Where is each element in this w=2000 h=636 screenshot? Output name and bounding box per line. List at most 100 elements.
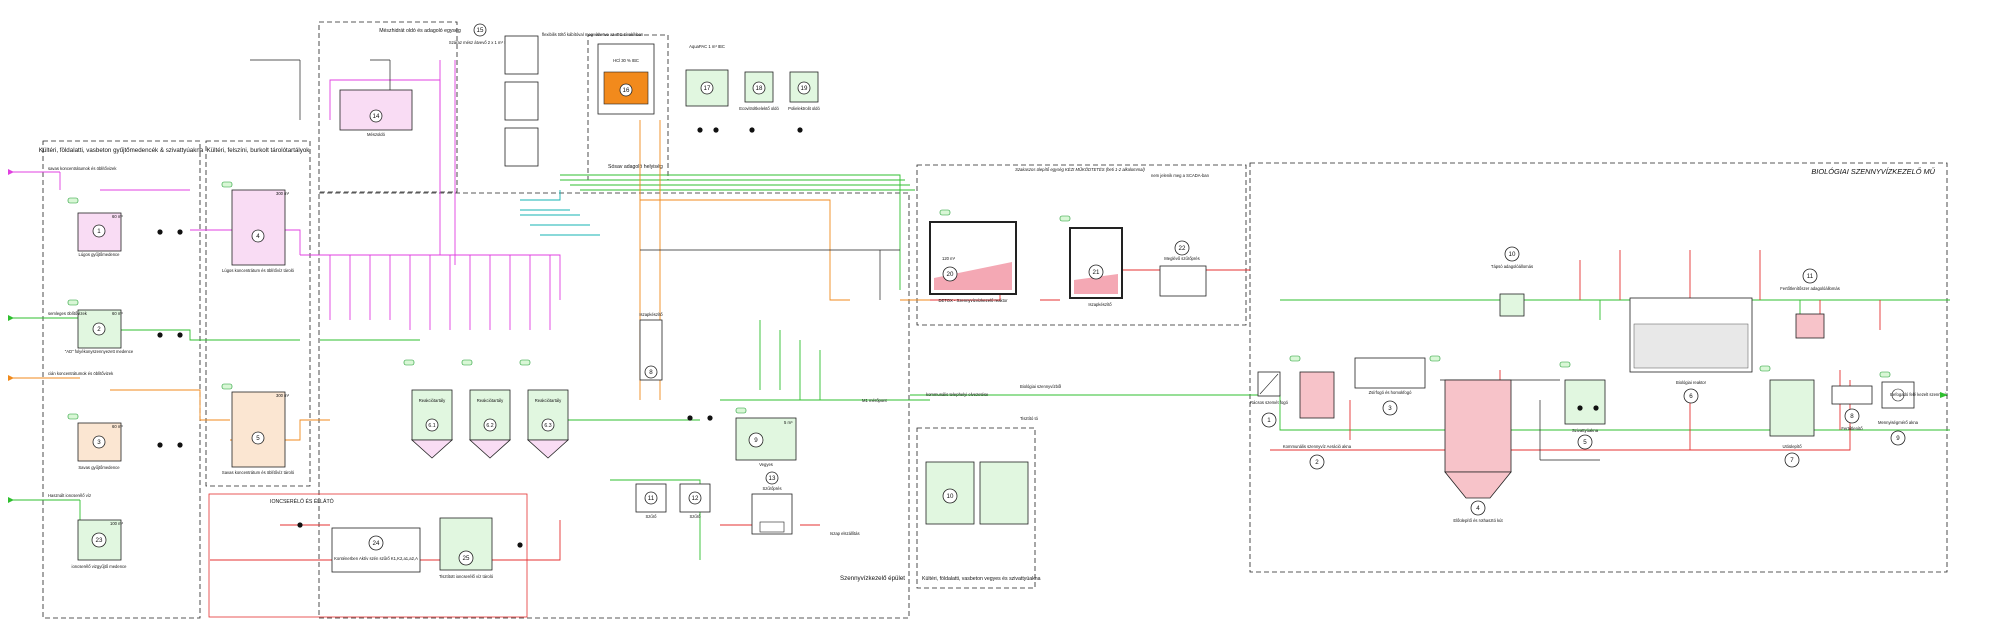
zone-title-biological: BIOLÓGIAI SZENNYVÍZKEZELŐ MŰ: [1811, 167, 1935, 176]
filter-press-13: 13 Szűrőprés: [751, 471, 793, 535]
svg-text:Vegyes: Vegyes: [759, 462, 773, 467]
reactor-6-2: 6.2 Reakciótartály: [468, 389, 512, 459]
svg-text:11: 11: [1807, 273, 1814, 280]
svg-text:21: 21: [1093, 269, 1100, 276]
bio-8: 8 Fertőtlenítő: [1831, 385, 1873, 431]
svg-text:"AD" folyékonyszennyezett mede: "AD" folyékonyszennyezett medence: [65, 349, 134, 354]
zone-outdoor-tanks: [42, 140, 201, 619]
svg-text:Lúgos gyűjtőmedence: Lúgos gyűjtőmedence: [79, 252, 121, 257]
zone-title-saltacid: Sósav adagoló helyiség: [608, 164, 663, 170]
lime-dissolver-14: 14 Mészoldó: [339, 89, 413, 137]
svg-text:Reakciótartály: Reakciótartály: [477, 398, 504, 403]
bio-3: 3 Zsírfogó és homokfogó: [1354, 357, 1426, 416]
sludge-out: Iszap elszállítás: [830, 531, 860, 536]
zone-title-ion: IONCSERÉLŐ ÉS ÉLLÁTÓ: [270, 498, 334, 505]
svg-text:10: 10: [1509, 251, 1516, 258]
zone-outdoor-tanks-2: [916, 427, 1036, 589]
svg-text:Mészoldó: Mészoldó: [367, 132, 386, 137]
filter-9: 9 5 m³ Vegyes: [735, 417, 797, 467]
svg-text:Szűrő: Szűrő: [690, 514, 702, 519]
zone-title-sedim: Szakaszos ülepítő egység KÉZI MŰKÖDTETÉS…: [1015, 167, 1145, 172]
tank-2: 2 60 m³ "AD" folyékonyszennyezett medenc…: [65, 309, 134, 354]
svg-text:23: 23: [96, 537, 103, 544]
instrument-tags: [67, 181, 1891, 420]
inlet-cyan: cián koncentrátumok és öblítővizek: [48, 371, 114, 376]
svg-text:12: 12: [692, 495, 699, 502]
inlet-arrow-pink: [8, 169, 14, 175]
svg-text:17: 17: [704, 85, 711, 92]
bio-7: 7 Utóülepítő: [1769, 379, 1815, 468]
bio-9: 9 Mennyiségmérő akna: [1878, 381, 1919, 446]
tank-23: 23 100 m³ ioncserélő vizgyűjtő medence: [72, 519, 128, 569]
svg-text:1: 1: [97, 228, 101, 235]
svg-text:Szűrőprés: Szűrőprés: [762, 486, 781, 491]
tank-5: 5 300 m³ Savas koncentrátum és öblítővíz…: [222, 391, 295, 475]
red-lines: [210, 250, 1881, 561]
reagent-16: 16 HCl 30 % IBC: [597, 43, 655, 115]
zone-outdoor-above: [205, 140, 311, 487]
svg-text:4: 4: [256, 233, 260, 240]
svg-text:18: 18: [756, 85, 763, 92]
svg-text:Kommunális szennyvíz Aeráció a: Kommunális szennyvíz Aeráció akna: [1283, 444, 1352, 449]
svg-text:Biológiai reaktor: Biológiai reaktor: [1676, 380, 1707, 385]
svg-text:7: 7: [1790, 457, 1794, 464]
zone-title-outdoor-above: Kültéri, felszíni, burkolt tárolótartály…: [207, 147, 311, 154]
svg-text:AquaPAC 1 m³ IBC: AquaPAC 1 m³ IBC: [689, 44, 725, 49]
pink-lines: [10, 60, 561, 330]
biol-out: Biológiai szennyvízből: [1020, 384, 1061, 389]
svg-text:Meglévő szűrőprés: Meglévő szűrőprés: [1164, 256, 1199, 261]
svg-text:6: 6: [1689, 393, 1693, 400]
svg-text:8: 8: [649, 369, 653, 376]
svg-text:Száraz mész átvevő 2 x 1 m³ IB: Száraz mész átvevő 2 x 1 m³ IBC: [449, 40, 511, 45]
m1-point: M1 mérőpont: [862, 398, 888, 403]
reagent-19: 19 Polielektrolit oldó: [788, 71, 820, 111]
svg-text:Iszapkészítő: Iszapkészítő: [639, 312, 663, 317]
ion-25: 25 Tisztított ioncserélő víz tároló: [439, 517, 494, 579]
svg-text:DETOX - Szennyvízvízkezelő rea: DETOX - Szennyvízvízkezelő reaktor: [938, 298, 1008, 303]
svg-text:5: 5: [256, 435, 260, 442]
svg-text:Lúgos koncentrátum és öblítőví: Lúgos koncentrátum és öblítővíz tároló: [222, 268, 295, 273]
svg-text:Mennyiségmérő akna: Mennyiségmérő akna: [1878, 420, 1919, 425]
reagent-17: 17 AquaPAC 1 m³ IBC: [685, 44, 729, 107]
svg-text:6.1: 6.1: [428, 423, 435, 429]
svg-text:2: 2: [1315, 459, 1319, 466]
svg-text:60 m³: 60 m³: [112, 424, 123, 429]
svg-text:300 m³: 300 m³: [276, 393, 290, 398]
inlet-acid: savas koncentrátumok és öblítővizek: [48, 166, 117, 171]
zone-title-outdoor-tanks: Kültéri, földalatti, vasbeton gyűjtőmede…: [39, 147, 204, 154]
svg-text:Tápsó adagolóállomás: Tápsó adagolóállomás: [1491, 264, 1533, 269]
receiver-arrow: [1940, 392, 1948, 398]
sludge-unit-8: 8 Iszapkészítő: [639, 312, 663, 381]
inlet-arrow-orange: [8, 375, 14, 381]
svg-text:flexibilis töltő kábítóval meg: flexibilis töltő kábítóval megvéthetve a…: [542, 32, 644, 37]
svg-text:8: 8: [1850, 413, 1854, 420]
sedim-22: 22 Meglévő szűrőprés: [1159, 240, 1207, 297]
outdoor-tank-10: 10: [925, 461, 1029, 525]
zone-title-lime: Mészhidrát oldó és adagoló egység: [379, 28, 461, 34]
svg-text:300 m³: 300 m³: [276, 191, 290, 196]
svg-text:6.3: 6.3: [544, 423, 551, 429]
svg-text:1: 1: [1267, 417, 1271, 424]
tank-4: 4 300 m³ Lúgos koncentrátum és öblítővíz…: [222, 189, 295, 273]
cyan-lines: [520, 190, 600, 236]
lime-storage-15: 15 Száraz mész átvevő 2 x 1 m³ IBC flexi…: [449, 23, 644, 167]
reactor-6-1: 6.1 Reakciótartály: [410, 389, 454, 459]
bio-4: 4 Előülepítő és rothasztó kút: [1444, 379, 1512, 523]
sedim-21: 21 Iszapkészítő: [1069, 227, 1123, 307]
svg-text:HCl 30 % IBC: HCl 30 % IBC: [613, 58, 639, 63]
svg-text:6.2: 6.2: [486, 423, 493, 429]
inlet-neutral: semleges öblítővizek: [48, 311, 88, 316]
svg-text:ioncserélő vizgyűjtő medence: ioncserélő vizgyűjtő medence: [72, 564, 128, 569]
svg-text:120 m³: 120 m³: [942, 256, 956, 261]
zone-ion-exchange: [208, 493, 528, 618]
orange-lines: [10, 120, 940, 441]
zone-sedimentation: [916, 164, 1247, 326]
svg-text:Savas gyűjtőmedence: Savas gyűjtőmedence: [78, 465, 120, 470]
svg-text:10: 10: [947, 493, 954, 500]
svg-text:19: 19: [801, 85, 808, 92]
svg-text:Konténerben Aktív szén szűrő K: Konténerben Aktív szén szűrő K1,K2,a1,a2…: [334, 556, 418, 561]
tisztit: Tisztító tó: [1020, 416, 1039, 421]
bio-1: 1 Rácsos szemét fogó: [1250, 371, 1289, 428]
